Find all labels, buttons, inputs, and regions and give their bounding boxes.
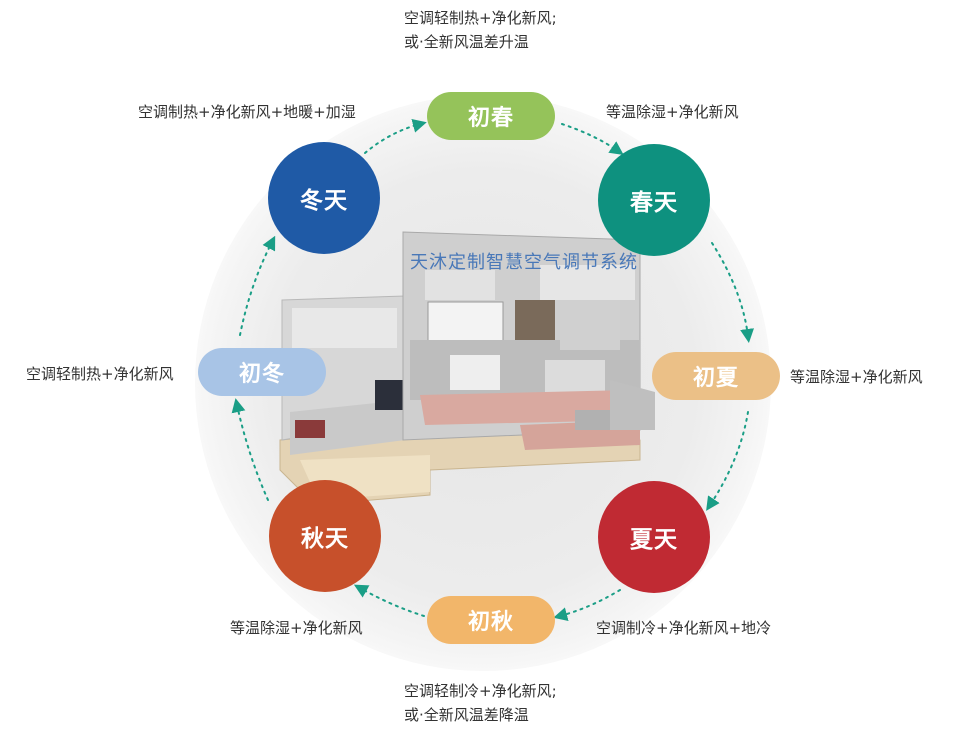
arrow-chuqiu-to-qiu	[353, 584, 425, 617]
watermark-title: 天沐定制智慧空气调节系统	[410, 252, 638, 273]
arrow-qiu-to-chudong	[231, 398, 269, 501]
stage-chu-qiu: 初秋	[427, 596, 555, 644]
stage-qiu-tian: 秋天	[269, 480, 381, 592]
cycle-arrows	[231, 119, 755, 621]
stage-chu-dong: 初冬	[198, 348, 326, 396]
stage-chu-chun: 初春	[427, 92, 555, 140]
desc-chu-qiu: 空调轻制冷+净化新风; 或·全新风温差降温	[404, 679, 557, 727]
arrow-chuchun-to-chun	[561, 123, 624, 155]
desc-chun-tian: 等温除湿+净化新风	[606, 103, 739, 121]
stage-xia-tian: 夏天	[598, 481, 710, 593]
arrow-chudong-to-dong	[239, 235, 276, 336]
desc-chu-chun: 空调轻制热+净化新风; 或·全新风温差升温	[404, 6, 557, 54]
desc-chu-xia: 等温除湿+净化新风	[790, 368, 923, 386]
desc-dong-tian: 空调制热+净化新风+地暖+加湿	[138, 103, 356, 121]
arrow-chuxia-to-xia	[706, 411, 749, 511]
desc-chu-qiu-line2: 或·全新风温差降温	[404, 706, 529, 724]
desc-chu-qiu-line1: 空调轻制冷+净化新风;	[404, 682, 557, 700]
arrow-dong-to-chuchun	[364, 119, 427, 154]
desc-chu-dong: 空调轻制热+净化新风	[26, 365, 174, 383]
desc-qiu-tian: 等温除湿+净化新风	[230, 619, 363, 637]
stage-chu-xia: 初夏	[652, 352, 780, 400]
desc-chu-chun-line1: 空调轻制热+净化新风;	[404, 9, 557, 27]
stage-chun-tian: 春天	[598, 144, 710, 256]
house-illustration	[279, 231, 655, 506]
stage-dong-tian: 冬天	[268, 142, 380, 254]
arrow-chun-to-chuxia	[711, 242, 755, 343]
desc-xia-tian: 空调制冷+净化新风+地冷	[596, 619, 772, 637]
arrow-xia-to-chuqiu	[553, 589, 621, 621]
desc-chu-chun-line2: 或·全新风温差升温	[404, 33, 529, 51]
